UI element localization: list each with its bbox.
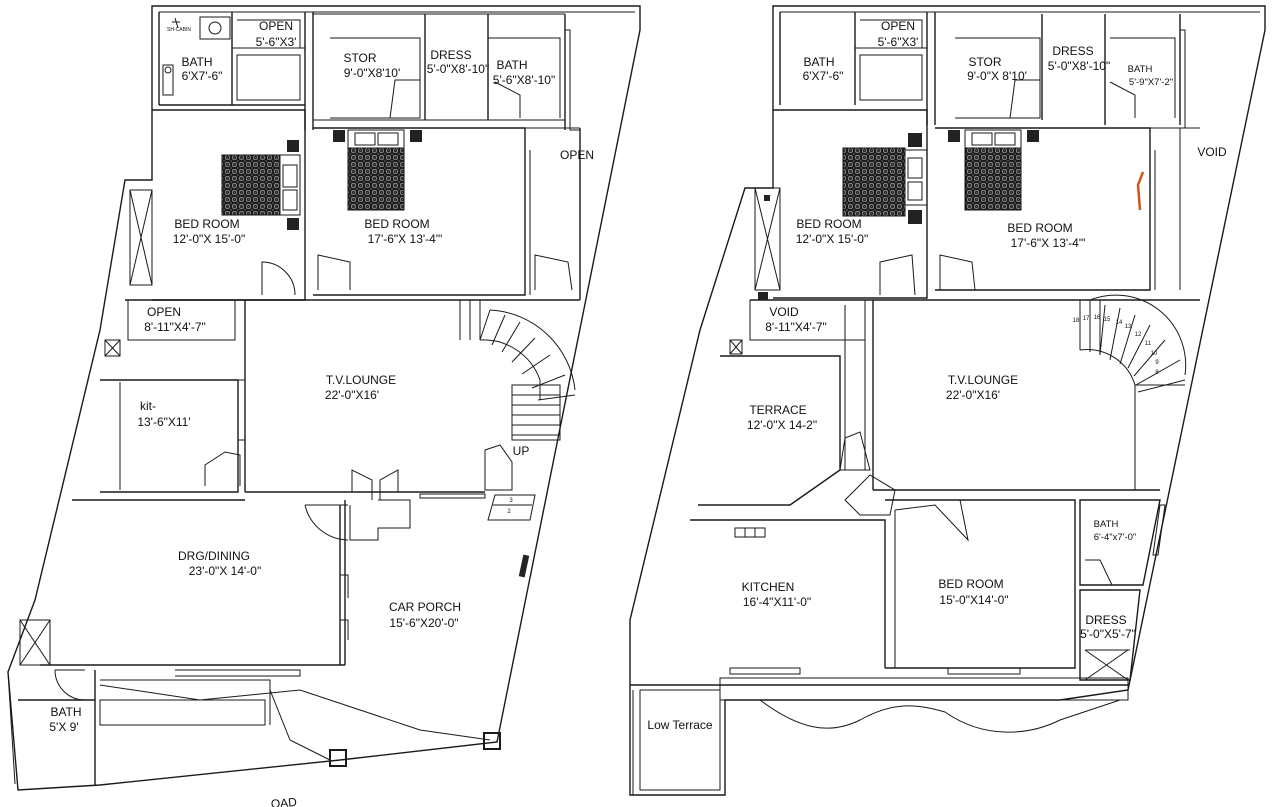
left-kit-name: kit- bbox=[140, 399, 156, 413]
left-bath-3-dim: 5'X 9' bbox=[49, 720, 78, 734]
right-void-2-name: VOID bbox=[769, 305, 799, 319]
left-open-1-dim: 5'-6"X3' bbox=[256, 35, 297, 49]
stair-step-label: 12 bbox=[1135, 332, 1142, 338]
left-bed-1-name: BED ROOM bbox=[174, 217, 239, 231]
right-dress-2-dim: 5'-0"X5'-7" bbox=[1080, 627, 1136, 641]
left-open-2-name: OPEN bbox=[560, 148, 594, 162]
right-stor-name: STOR bbox=[968, 55, 1001, 69]
right-open-1-dim: 5'-6"X3' bbox=[878, 35, 919, 49]
right-bed-1-dim: 12'-0"X 15'-0" bbox=[796, 232, 868, 246]
stair-up-label: UP bbox=[513, 444, 530, 458]
right-bath-2-name: BATH bbox=[1128, 64, 1153, 75]
right-void-2-dim: 8'-11"X4'-7" bbox=[765, 320, 827, 334]
first-floor-plan bbox=[629, 5, 1266, 796]
right-bed-2-name: BED ROOM bbox=[1007, 221, 1072, 235]
left-bath-2-dim: 5'-6"X8'-10" bbox=[493, 73, 555, 87]
right-bed-3-name: BED ROOM bbox=[938, 577, 1003, 591]
right-bath-3-name: BATH bbox=[1094, 519, 1119, 530]
left-bath-1-name: BATH bbox=[181, 55, 212, 69]
left-kit-dim: 13'-6"X11' bbox=[137, 415, 190, 429]
left-dress-dim: 5'-0"X8'-10" bbox=[427, 62, 489, 76]
right-bed-3-dim: 15'-0"X14'-0" bbox=[939, 593, 1008, 607]
right-bed-2-dim: 17'-6"X 13'-4"' bbox=[1011, 236, 1086, 250]
left-open-3-dim: 8'-11"X4'-7" bbox=[144, 320, 206, 334]
left-bed-2-name: BED ROOM bbox=[364, 217, 429, 231]
ground-floor-plan bbox=[7, 5, 641, 791]
right-bath-3-dim: 6'-4"x7'-0" bbox=[1094, 532, 1137, 543]
left-dress-name: DRESS bbox=[430, 48, 471, 62]
stair-step-label: 2 bbox=[507, 509, 511, 515]
stair-step-label: 16 bbox=[1094, 315, 1101, 321]
right-void-1-name: VOID bbox=[1197, 145, 1227, 159]
stair-step-label: 10 bbox=[1151, 351, 1158, 357]
shower-cabin-label: SH-CABIN bbox=[167, 27, 191, 33]
right-bed-1-name: BED ROOM bbox=[796, 217, 861, 231]
stair-step-label: 17 bbox=[1083, 316, 1090, 322]
right-lounge-name: T.V.LOUNGE bbox=[948, 373, 1018, 387]
right-kitchen-dim: 16'-4"X11'-0" bbox=[743, 595, 811, 609]
stair-step-label: 14 bbox=[1116, 320, 1123, 326]
stair-step-label: 9 bbox=[1155, 360, 1159, 366]
stair-step-label: 11 bbox=[1145, 341, 1152, 347]
left-bath-3-name: BATH bbox=[50, 705, 81, 719]
right-open-1-name: OPEN bbox=[881, 19, 915, 33]
stair-step-label: 15 bbox=[1104, 317, 1111, 323]
road-label: OAD bbox=[270, 795, 297, 807]
stair-step-label: 13 bbox=[1125, 324, 1132, 330]
right-bath-1-dim: 6'X7'-6" bbox=[803, 69, 844, 83]
left-open-1-name: OPEN bbox=[259, 19, 293, 33]
left-lounge-name: T.V.LOUNGE bbox=[326, 373, 396, 387]
stair-step-label: 18 bbox=[1073, 318, 1080, 324]
left-dining-dim: 23'-0"X 14'-0" bbox=[189, 564, 261, 578]
left-bath-2-name: BATH bbox=[496, 58, 527, 72]
right-lounge-dim: 22'-0"X16' bbox=[946, 388, 1000, 402]
right-stor-dim: 9'-0"X 8'10' bbox=[967, 69, 1027, 83]
left-bed-2-dim: 17'-6"X 13'-4"' bbox=[368, 232, 443, 246]
left-bed-1-dim: 12'-0"X 15'-0" bbox=[173, 232, 245, 246]
stair-step-label: 3 bbox=[509, 498, 513, 504]
right-bath-2-dim: 5'-9"X7'-2" bbox=[1129, 77, 1173, 88]
right-bath-1-name: BATH bbox=[803, 55, 834, 69]
left-dining-name: DRG/DINING bbox=[178, 549, 250, 563]
left-open-3-name: OPEN bbox=[147, 305, 181, 319]
stair-step-label: 8 bbox=[1155, 370, 1159, 376]
right-dress-dim: 5'-0"X8'-10" bbox=[1048, 59, 1110, 73]
left-porch-dim: 15'-6"X20'-0" bbox=[389, 616, 458, 630]
right-terrace-name: TERRACE bbox=[749, 403, 806, 417]
right-terrace-dim: 12'-0"X 14-2" bbox=[747, 418, 817, 432]
left-bath-1-dim: 6'X7'-6" bbox=[182, 69, 223, 83]
left-stor-name: STOR bbox=[343, 51, 376, 65]
left-lounge-dim: 22'-0"X16' bbox=[325, 388, 379, 402]
left-porch-name: CAR PORCH bbox=[389, 600, 461, 614]
left-stor-dim: 9'-0"X8'10' bbox=[344, 66, 401, 80]
right-kitchen-name: KITCHEN bbox=[742, 580, 795, 594]
right-dress-name: DRESS bbox=[1052, 44, 1093, 58]
right-low-terrace-name: Low Terrace bbox=[647, 718, 712, 732]
right-dress-2-name: DRESS bbox=[1085, 613, 1126, 627]
